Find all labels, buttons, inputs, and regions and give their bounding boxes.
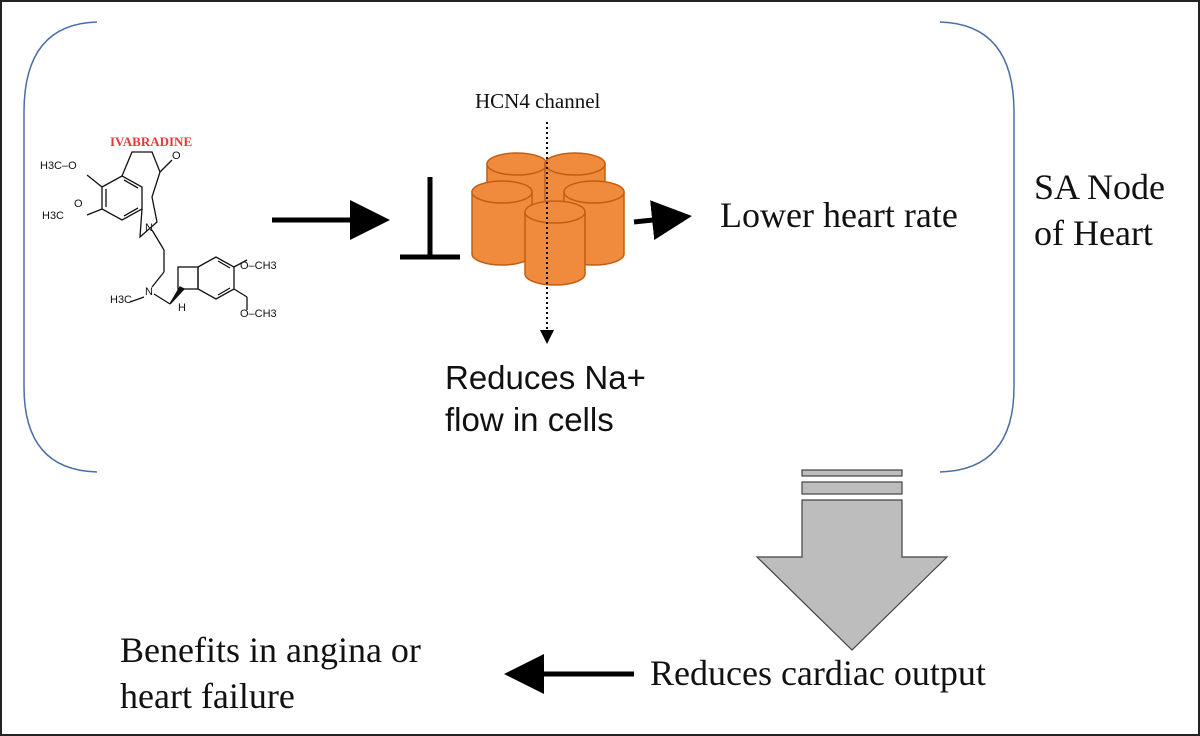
methoxy-mid-label: H3C bbox=[42, 210, 65, 222]
cylinder-center bbox=[524, 200, 586, 286]
sodium-effect-line-2: flow in cells bbox=[445, 401, 614, 438]
och3-top-label: O–CH3 bbox=[240, 260, 277, 272]
inhibition-symbol bbox=[400, 177, 460, 260]
methoxy-top-label: H3C–O bbox=[40, 160, 77, 172]
sodium-flow-arrowhead bbox=[540, 330, 554, 344]
sa-node-panel-border bbox=[23, 21, 1015, 473]
benefits-label: Benefits in angina or heart failure bbox=[120, 627, 421, 719]
channel-to-heart-rate-arrow bbox=[633, 200, 692, 241]
cardiac-output-block-arrow bbox=[755, 469, 949, 651]
sodium-effect-line-1: Reduces Na+ bbox=[445, 359, 646, 396]
location-label: SA Node of Heart bbox=[1034, 164, 1165, 256]
lower-heart-rate-label: Lower heart rate bbox=[720, 195, 958, 235]
oxygen-label: O bbox=[74, 198, 83, 210]
sodium-effect-label: Reduces Na+ flow in cells bbox=[445, 357, 646, 441]
benefits-line-2: heart failure bbox=[120, 676, 295, 716]
cylinder-front-left bbox=[471, 180, 533, 266]
carbonyl-oxygen-label: O bbox=[172, 150, 181, 162]
benefits-line-1: Benefits in angina or bbox=[120, 630, 421, 670]
stereo-h-label: H bbox=[178, 302, 186, 314]
reduces-cardiac-output-label: Reduces cardiac output bbox=[650, 653, 986, 693]
location-line-1: SA Node bbox=[1034, 167, 1166, 207]
hcn4-channel-label: HCN4 channel bbox=[475, 89, 601, 113]
ivabradine-structure bbox=[86, 151, 248, 310]
och3-bottom-label: O–CH3 bbox=[240, 308, 277, 320]
hcn4-channel-graphic bbox=[471, 152, 625, 286]
chain-nitrogen-label: N bbox=[145, 286, 153, 298]
location-line-2: of Heart bbox=[1034, 213, 1153, 253]
drug-name-label: IVABRADINE bbox=[110, 134, 193, 149]
ring-nitrogen-label: N bbox=[145, 222, 153, 234]
n-methyl-label: H3C bbox=[110, 294, 133, 306]
